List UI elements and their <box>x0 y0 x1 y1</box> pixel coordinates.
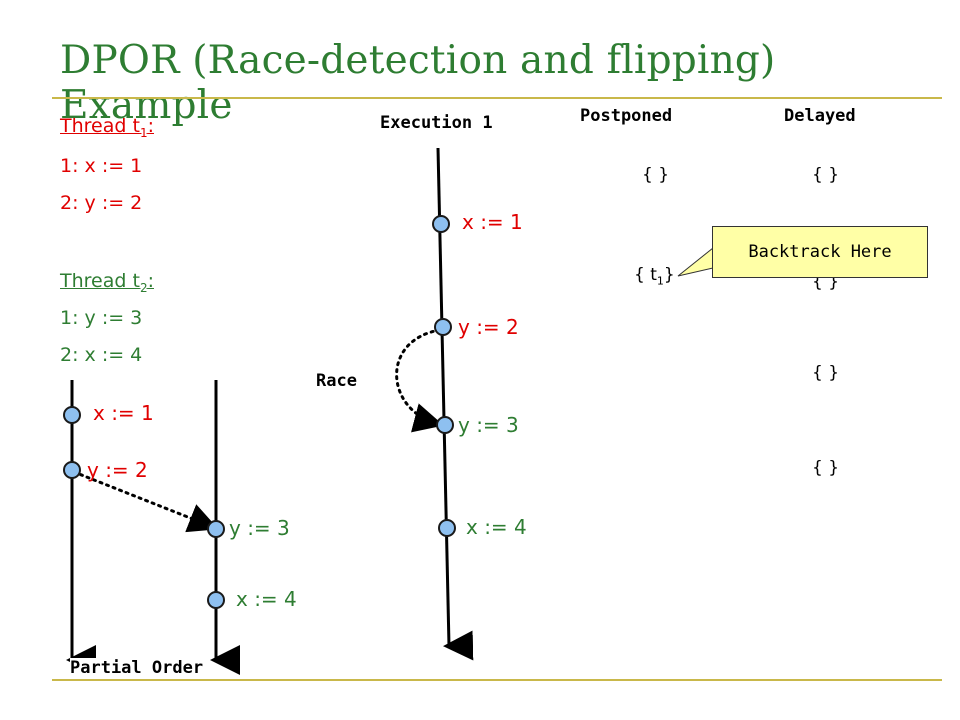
exec-node-4 <box>438 519 456 537</box>
po-event-y3: y := 3 <box>229 516 290 540</box>
po-hb-arrow <box>72 470 219 533</box>
po-node-x1 <box>63 406 81 424</box>
delayed-set-4: { } <box>812 458 840 478</box>
backtrack-callout: Backtrack Here <box>712 226 928 278</box>
race-arrow <box>395 328 444 433</box>
po-event-x1: x := 1 <box>93 401 154 425</box>
po-event-x4: x := 4 <box>236 587 297 611</box>
exec-event-3: y := 3 <box>458 413 519 437</box>
thread1-line-2: 2: y := 2 <box>60 192 143 214</box>
execution-label: Execution 1 <box>380 113 493 133</box>
exec-event-2: y := 2 <box>458 315 519 339</box>
race-label: Race <box>316 371 357 391</box>
callout-pointer <box>677 246 714 277</box>
exec-node-2 <box>434 318 452 336</box>
postponed-header: Postponed <box>580 106 673 126</box>
top-rule <box>52 97 942 99</box>
slide-title: DPOR (Race-detection and flipping) Examp… <box>60 38 776 128</box>
delayed-set-1: { } <box>812 165 840 185</box>
po-node-x4 <box>207 591 225 609</box>
exec-node-3 <box>436 416 454 434</box>
exec-event-4: x := 4 <box>466 515 527 539</box>
delayed-header: Delayed <box>784 106 856 126</box>
thread1-heading: Thread t1: <box>60 115 154 140</box>
po-node-y3 <box>207 520 225 538</box>
delayed-set-3: { } <box>812 363 840 383</box>
exec-event-1: x := 1 <box>462 210 523 234</box>
partial-order-label: Partial Order <box>70 658 204 678</box>
postponed-set-2: { t1} <box>634 265 675 288</box>
exec-node-1 <box>432 215 450 233</box>
thread2-heading: Thread t2: <box>60 270 154 295</box>
po-node-y2 <box>63 461 81 479</box>
thread2-line-2: 2: x := 4 <box>60 344 143 366</box>
postponed-set-1: { } <box>642 165 670 185</box>
po-event-y2: y := 2 <box>87 458 148 482</box>
thread2-line-1: 1: y := 3 <box>60 307 143 329</box>
bottom-rule <box>52 679 942 681</box>
thread1-line-1: 1: x := 1 <box>60 155 143 177</box>
